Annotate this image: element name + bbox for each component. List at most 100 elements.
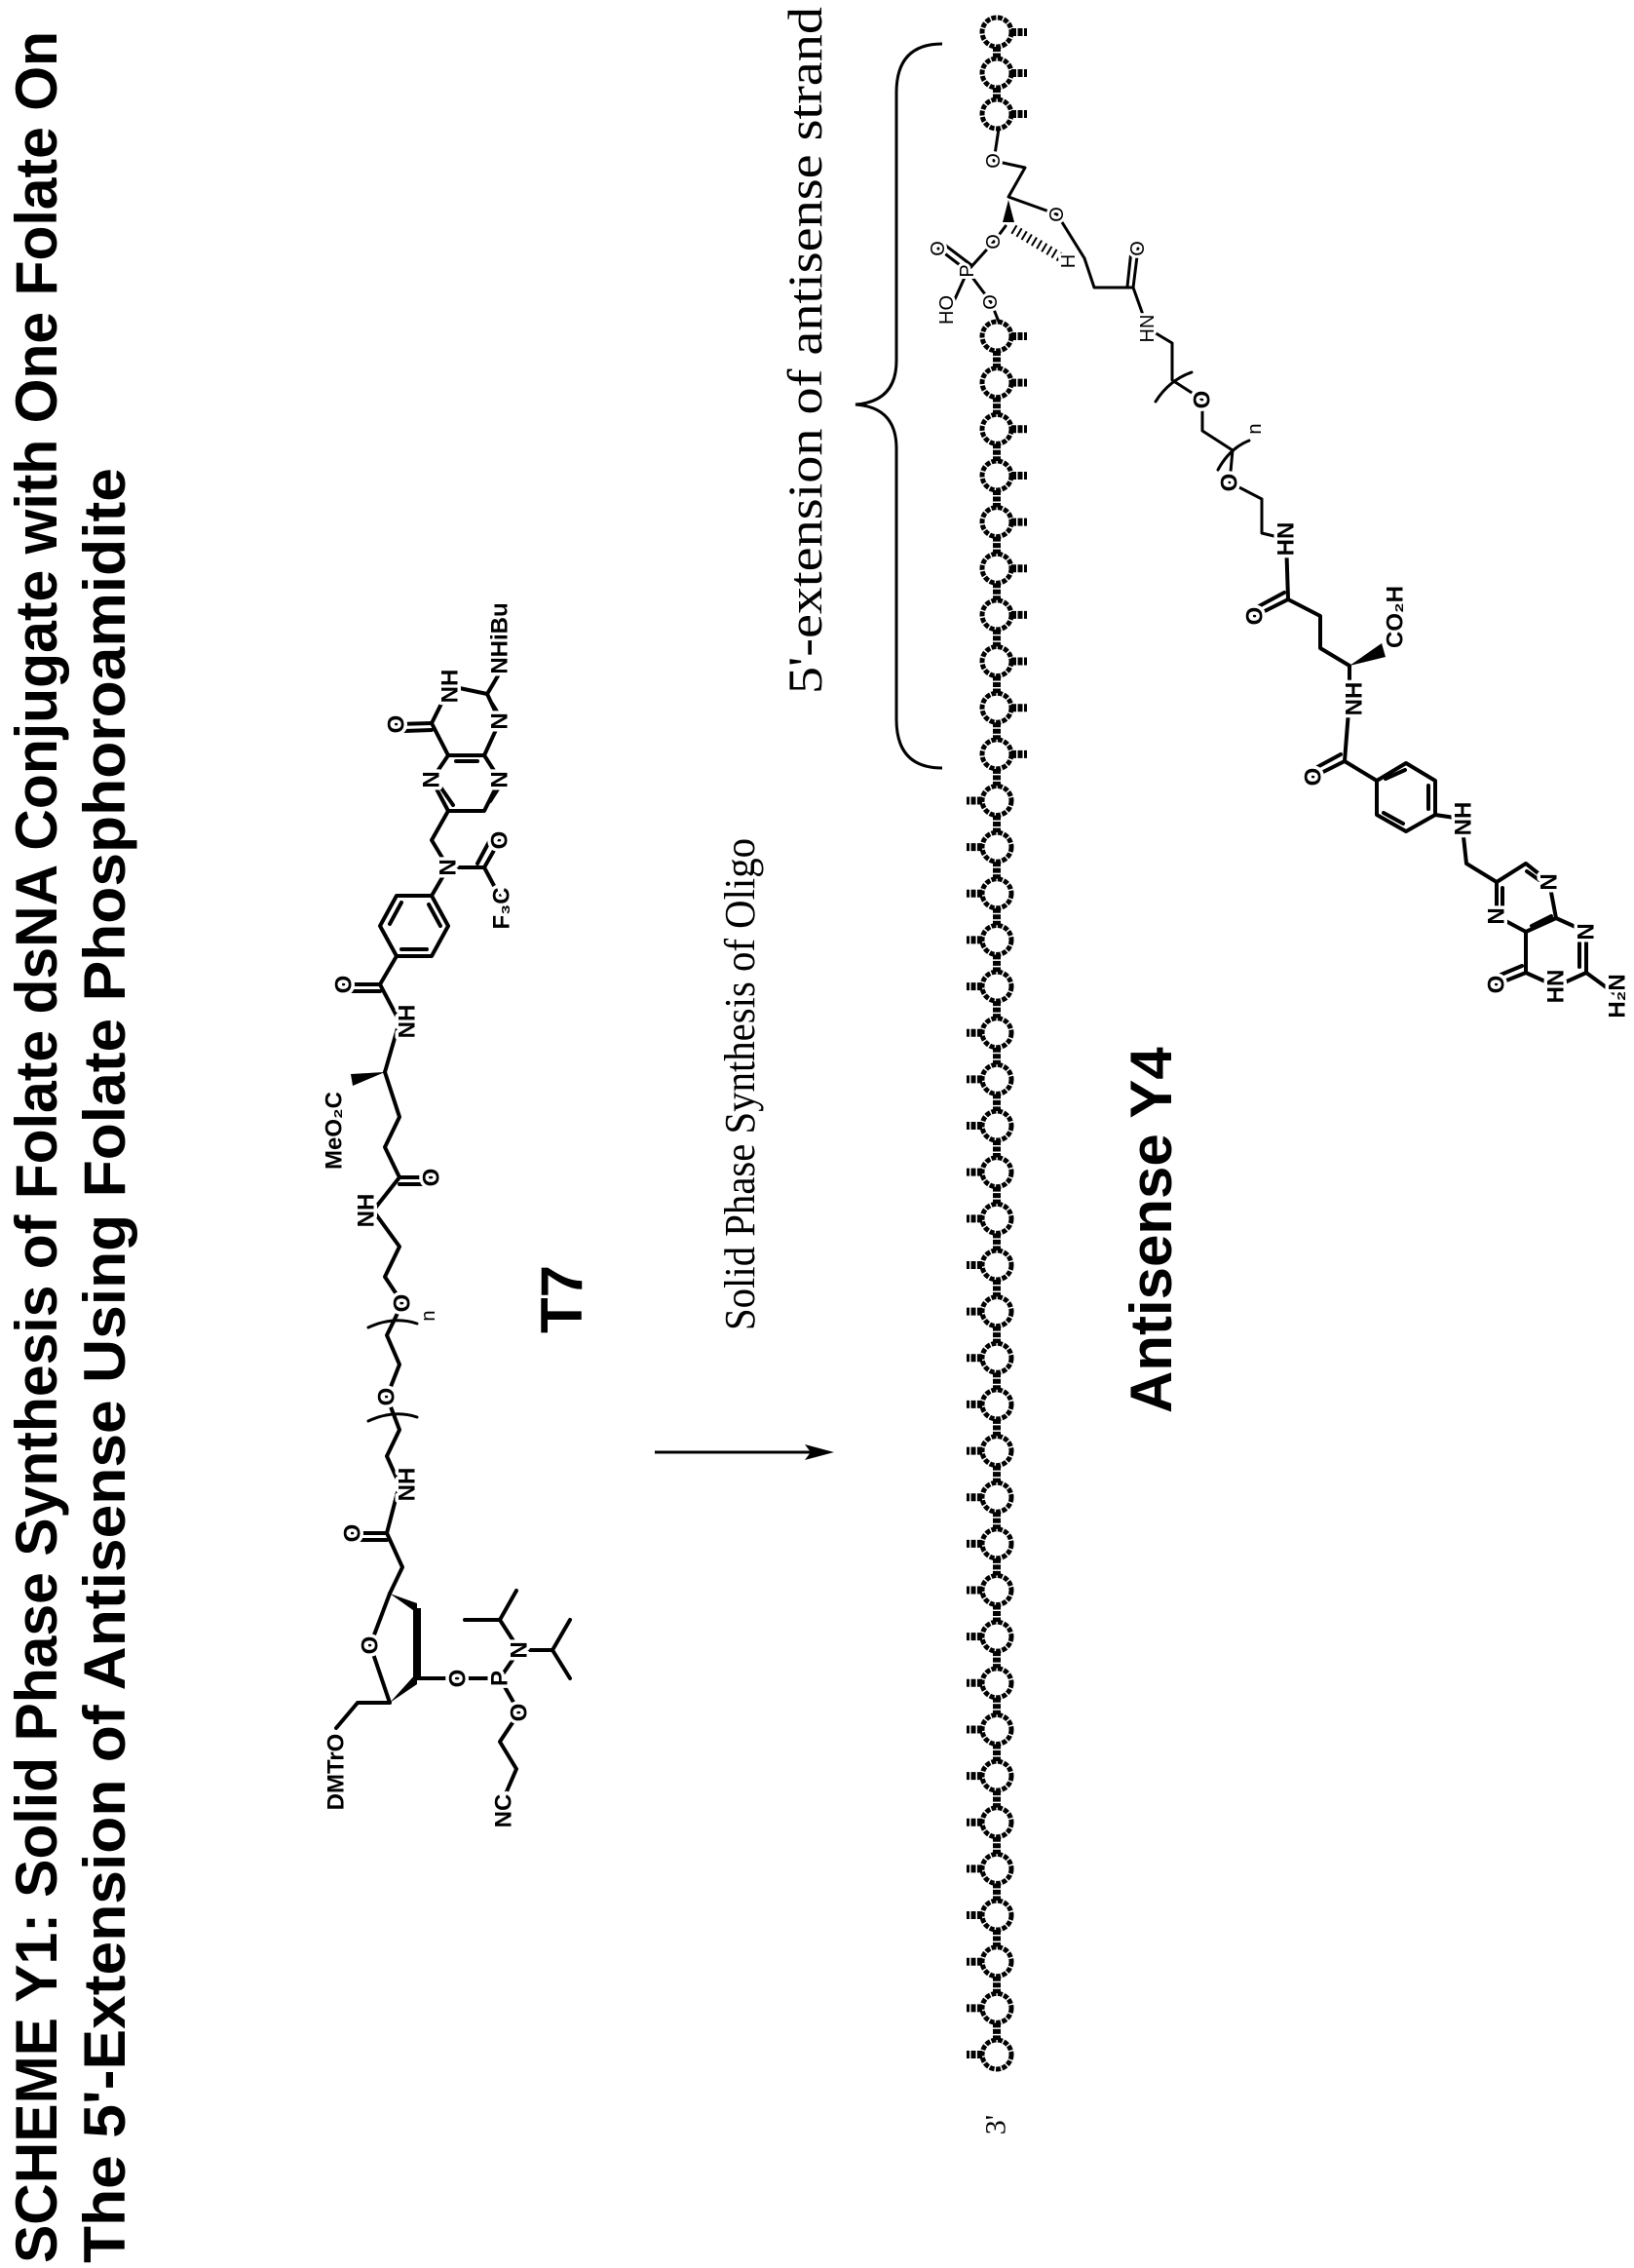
nucleotide (982, 1111, 1011, 1140)
scheme-title-line-1: SCHEME Y1: Solid Phase Synthesis of Fola… (4, 31, 69, 2263)
nucleotide (982, 1993, 1011, 2022)
atom-label: O (1242, 607, 1269, 626)
nucleotide (982, 99, 1011, 129)
atom-label: O (358, 1636, 384, 1655)
atom-label: NC (491, 1794, 517, 1828)
atom-label: N (487, 712, 513, 729)
atom-label: O (445, 1670, 472, 1688)
atom-label: O (374, 1388, 400, 1406)
nucleotide (982, 1158, 1011, 1187)
atom-label: O (1217, 474, 1243, 492)
nucleotide (982, 368, 1011, 398)
extension-brace (855, 44, 942, 768)
nucleotide (982, 786, 1011, 815)
nucleotide (982, 647, 1011, 676)
nucleotide (982, 508, 1011, 537)
atom-label: O (983, 234, 1005, 250)
nucleotide (982, 461, 1011, 490)
nucleotide (982, 879, 1011, 908)
atom-label: O (419, 1169, 445, 1187)
nucleotide (982, 1761, 1011, 1790)
atom-label: O (487, 831, 513, 850)
nucleotide (982, 1343, 1011, 1372)
nucleotide (982, 600, 1011, 630)
arrow-label: Solid Phase Synthesis of Oligo (716, 838, 764, 1330)
atom-label: O (983, 153, 1005, 169)
atom-label: N (487, 771, 513, 788)
atom-label: F₃C (489, 887, 515, 929)
atom-label: N (1537, 873, 1563, 890)
nucleotide (982, 1529, 1011, 1558)
atom-label: O (928, 241, 949, 256)
three-prime-label: 3' (980, 2115, 1012, 2134)
nucleotide (982, 972, 1011, 1001)
nucleotide (982, 1576, 1011, 1605)
atom-label: O (980, 294, 1002, 310)
reagent-t7-structure (336, 673, 570, 1798)
nucleotide (982, 2040, 1011, 2069)
nucleotide (982, 322, 1011, 351)
nucleotide (982, 1622, 1011, 1651)
product-y4-folate-structure (938, 129, 1615, 994)
atom-label: NH (395, 1005, 421, 1039)
nucleotide (982, 1297, 1011, 1326)
atom-label: NH (1342, 682, 1368, 716)
atom-label: MeO₂C (322, 1092, 348, 1170)
atom-label: P (957, 264, 978, 277)
atom-label: O (1127, 241, 1149, 256)
atom-label: O (1301, 768, 1327, 787)
atom-label: HN (1273, 522, 1300, 557)
nucleotide (982, 1019, 1011, 1048)
atom-label: DMTrO (323, 1734, 350, 1811)
atom-label: N (507, 1641, 533, 1658)
reagent-t7-atom-labels: NHiBu NH O N N N N O F₃C O NH MeO₂C O NH… (322, 602, 533, 1827)
atom-label: O (1190, 391, 1216, 409)
atom-label: H₂N (1605, 974, 1631, 1018)
atom-label: H (1058, 254, 1080, 268)
atom-label: NHiBu (487, 602, 513, 673)
nucleotide (982, 554, 1011, 583)
atom-label: O (1484, 976, 1510, 994)
nucleotide (982, 1437, 1011, 1466)
reagent-label: T7 (529, 1265, 594, 1333)
atom-label: O (384, 715, 410, 734)
nucleotide (982, 740, 1011, 769)
atom-label: HO (936, 295, 958, 325)
atom-label: HN (1137, 315, 1159, 343)
nucleotide (982, 1901, 1011, 1930)
atom-label: N (419, 771, 445, 788)
atom-label: O (331, 976, 358, 994)
atom-label: N (1574, 923, 1600, 940)
nucleotide (982, 1064, 1011, 1094)
nucleotide (982, 1482, 1011, 1512)
atom-label: O (1046, 207, 1068, 222)
nucleotide (982, 1808, 1011, 1837)
nucleotide (982, 1204, 1011, 1233)
atom-label: NH (354, 1194, 380, 1228)
nucleotide (982, 1390, 1011, 1419)
product-label: Antisense Y4 (1119, 1047, 1184, 1413)
nucleotide (982, 1854, 1011, 1883)
product-y4-atom-labels: O O O P O HO O O HN O n O HN O CO₂H NH O… (928, 153, 1631, 1018)
atom-label: P (487, 1671, 513, 1686)
nucleotide (982, 58, 1011, 88)
nucleotide (982, 925, 1011, 954)
atom-label: n (418, 1310, 439, 1321)
reaction-arrow (655, 1444, 834, 1460)
nucleotide (982, 832, 1011, 862)
atom-label: NH (1451, 802, 1477, 836)
nucleotide (982, 693, 1011, 722)
atom-label: CO₂H (1383, 586, 1409, 648)
nucleotide (982, 1714, 1011, 1744)
nucleotide (982, 1669, 1011, 1698)
atom-label: N (436, 859, 462, 875)
atom-label: NH (395, 1468, 421, 1502)
atom-label: O (340, 1524, 366, 1543)
brace-label: 5'-extension of antisense strand (778, 7, 832, 694)
atom-label: NH (437, 670, 464, 704)
nucleotide (982, 414, 1011, 443)
atom-label: O (390, 1294, 416, 1313)
nucleotide (982, 18, 1011, 47)
atom-label: N (1484, 907, 1510, 924)
